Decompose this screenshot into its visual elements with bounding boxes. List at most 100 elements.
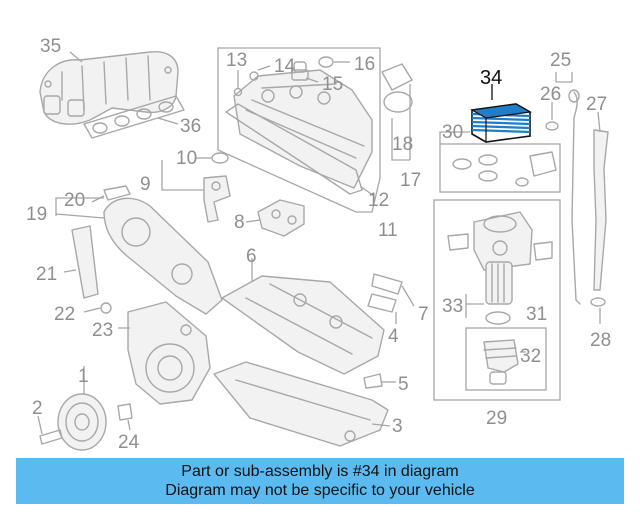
part-bolt-14[interactable]	[249, 71, 259, 81]
part-bolt-24[interactable]	[117, 403, 133, 421]
callout-28: 28	[590, 330, 611, 351]
leader-35	[69, 51, 83, 63]
valve-cover-group-frame	[217, 47, 381, 213]
part-sensor-left[interactable]	[447, 233, 469, 251]
callout-24: 24	[118, 432, 140, 453]
leader-2	[37, 415, 43, 435]
leader-15	[305, 77, 319, 83]
part-upper-oil-pan[interactable]	[221, 275, 385, 375]
leader-36	[157, 117, 179, 125]
bracket-30	[439, 131, 470, 144]
part-filler-seal-18[interactable]	[383, 91, 413, 113]
callout-33: 33	[442, 296, 463, 317]
bracket-17-18	[391, 84, 411, 161]
part-oil-cooler-34[interactable]	[470, 103, 532, 143]
info-banner: Part or sub-assembly is #34 in diagram D…	[16, 458, 624, 504]
leader-7	[401, 285, 415, 307]
part-timing-cover-lower[interactable]	[127, 301, 211, 405]
callout-25: 25	[550, 50, 571, 71]
part-bolt-13[interactable]	[233, 87, 243, 97]
callout-23: 23	[92, 320, 113, 341]
part-cap-15[interactable]	[293, 61, 307, 73]
callout-8: 8	[234, 212, 245, 233]
part-oring-28[interactable]	[590, 297, 606, 307]
callout-1: 1	[78, 366, 89, 387]
leader-22	[83, 307, 101, 313]
leader-12	[359, 185, 375, 197]
callout-35: 35	[40, 36, 61, 57]
callout-22: 22	[54, 304, 75, 325]
part-valve-cover-gasket[interactable]	[225, 103, 363, 195]
callout-17: 17	[400, 170, 421, 191]
leader-21	[63, 269, 77, 273]
leader-20	[91, 195, 105, 203]
leader-19	[55, 213, 105, 219]
part-manifold-gasket[interactable]	[83, 95, 185, 139]
callout-36: 36	[180, 116, 201, 137]
callout-12: 12	[368, 190, 389, 211]
part-bracket-8[interactable]	[257, 199, 305, 237]
part-crank-pulley-1[interactable]	[57, 393, 107, 451]
callout-11: 11	[378, 220, 398, 241]
group-frame-29	[433, 199, 561, 401]
part-dipstick-25[interactable]	[571, 91, 581, 305]
callout-32: 32	[520, 346, 541, 367]
leader-8	[245, 219, 261, 223]
banner-line-1: Part or sub-assembly is #34 in diagram	[181, 463, 459, 480]
part-bolt-22[interactable]	[100, 302, 112, 314]
part-clip-20[interactable]	[103, 185, 131, 201]
callout-14: 14	[274, 56, 296, 77]
callout-27: 27	[586, 94, 607, 115]
group-frame-31	[465, 327, 547, 391]
callout-16: 16	[354, 54, 375, 75]
bracket-25	[555, 72, 573, 83]
part-sensor-right[interactable]	[533, 241, 553, 261]
callout-21: 21	[36, 264, 57, 285]
part-oil-filler-cap[interactable]	[381, 63, 413, 91]
bracket-19-20	[55, 197, 104, 216]
part-seal-26[interactable]	[545, 121, 559, 131]
part-filter-cap-32[interactable]	[483, 339, 519, 385]
part-bracket-7a[interactable]	[371, 273, 403, 295]
banner-line-2: Diagram may not be specific to your vehi…	[165, 482, 475, 499]
leader-27	[597, 111, 601, 133]
part-gasket-set-30[interactable]	[452, 151, 557, 187]
leader-14	[257, 65, 271, 71]
callout-18: 18	[392, 134, 413, 155]
part-seal-16[interactable]	[318, 56, 334, 68]
leader-3	[371, 423, 391, 427]
part-lower-oil-pan[interactable]	[213, 361, 389, 447]
callout-29: 29	[486, 408, 507, 429]
callout-10: 10	[176, 148, 197, 169]
bracket-33	[465, 294, 484, 318]
callout-15: 15	[322, 74, 343, 95]
callout-34: 34	[480, 67, 502, 89]
part-oring-33[interactable]	[485, 311, 511, 325]
callout-19: 19	[26, 204, 47, 225]
bracket-9	[161, 160, 212, 191]
part-timing-cover-upper[interactable]	[103, 197, 223, 315]
part-drain-plug-5[interactable]	[363, 373, 383, 389]
part-bolt-2[interactable]	[39, 429, 63, 445]
part-valve-cover[interactable]	[233, 69, 373, 189]
part-dipstick-tube-27[interactable]	[593, 129, 609, 291]
part-oil-pump-9[interactable]	[203, 175, 231, 223]
callout-4: 4	[388, 326, 399, 347]
part-filter-housing[interactable]	[473, 211, 533, 271]
part-bracket-4[interactable]	[367, 293, 397, 313]
callout-26: 26	[540, 84, 561, 105]
part-seal-strip-21[interactable]	[71, 225, 99, 299]
callout-31: 31	[526, 304, 547, 325]
callout-7: 7	[418, 304, 429, 325]
callout-6: 6	[246, 246, 257, 267]
group-frame-30	[439, 143, 561, 193]
part-intake-manifold[interactable]	[39, 51, 179, 125]
part-oring-10[interactable]	[211, 152, 229, 164]
callout-13: 13	[226, 50, 247, 71]
part-oil-filter-33[interactable]	[485, 261, 513, 305]
callout-9: 9	[140, 174, 151, 195]
part-dipstick-handle[interactable]	[568, 89, 580, 103]
callout-5: 5	[398, 374, 409, 395]
